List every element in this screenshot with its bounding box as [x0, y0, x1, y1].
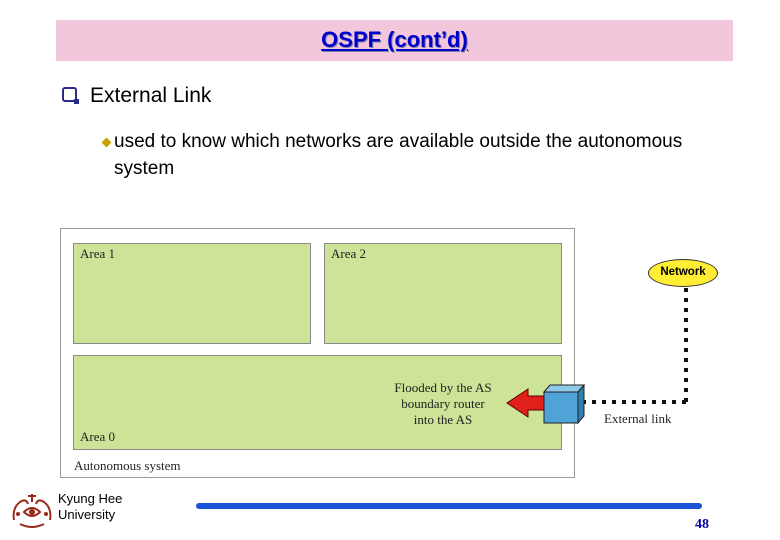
area-2-box — [324, 243, 562, 344]
university-line-2: University — [58, 507, 116, 522]
flood-line-1: Flooded by the AS — [394, 380, 492, 395]
checkbox-bullet-icon — [62, 87, 79, 104]
area-0-box — [73, 355, 562, 450]
heading-external-link: External Link — [90, 84, 212, 107]
university-name: Kyung Hee University — [58, 491, 122, 523]
university-line-1: Kyung Hee — [58, 491, 123, 506]
title-band: OSPF (cont’d) — [56, 20, 733, 61]
external-link-dotted-line — [582, 288, 688, 404]
area-1-box — [73, 243, 311, 344]
slide-title: OSPF (cont’d) — [321, 27, 468, 52]
external-link-label: External link — [604, 411, 672, 426]
area-1-label: Area 1 — [80, 246, 116, 261]
subpoint-text: used to know which networks are availabl… — [114, 131, 683, 179]
autonomous-system-label: Autonomous system — [74, 458, 181, 473]
area-0-label: Area 0 — [80, 429, 116, 444]
university-logo-icon — [12, 494, 52, 528]
area-2-label: Area 2 — [331, 246, 367, 261]
diamond-bullet-icon — [101, 137, 112, 148]
flood-description: Flooded by the AS boundary router into t… — [378, 380, 508, 428]
flood-line-3: into the AS — [413, 412, 473, 427]
page-number: 48 — [695, 517, 709, 532]
footer-rule — [196, 503, 702, 509]
flood-line-2: boundary router — [401, 396, 485, 411]
network-cloud: Network — [648, 259, 718, 287]
